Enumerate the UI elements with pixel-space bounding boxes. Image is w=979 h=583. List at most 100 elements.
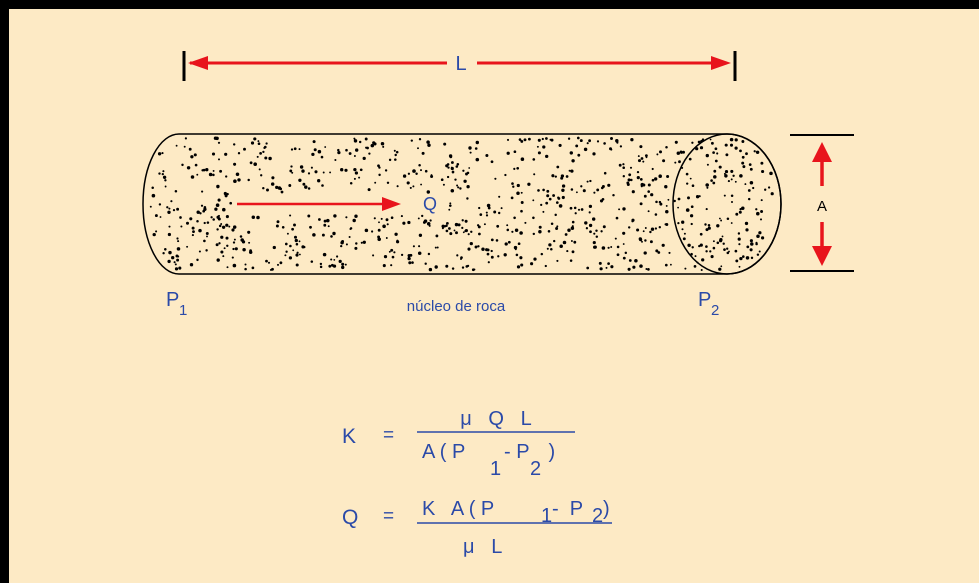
- pore-dot: [288, 256, 293, 260]
- pore-dot: [506, 138, 510, 141]
- pore-dot: [176, 258, 180, 262]
- pore-dot: [395, 240, 400, 244]
- pore-dot: [540, 203, 543, 207]
- pore-dot: [318, 218, 321, 221]
- pore-dot: [205, 232, 209, 235]
- pore-dot: [256, 215, 260, 220]
- pore-dot: [248, 241, 251, 244]
- pore-dot: [750, 242, 754, 246]
- pore-dot: [690, 222, 693, 226]
- pore-dot: [453, 229, 456, 232]
- pore-dot: [474, 147, 478, 150]
- pore-dot: [570, 169, 574, 173]
- pore-dot: [610, 246, 613, 248]
- pore-dot: [577, 208, 581, 211]
- pore-dot: [710, 255, 713, 258]
- pore-dot: [714, 147, 718, 151]
- pore-dot: [421, 214, 424, 218]
- pore-dot: [216, 258, 220, 262]
- pore-dot: [330, 235, 333, 238]
- pore-dot: [377, 235, 381, 239]
- pore-dot: [490, 160, 494, 164]
- pore-dot: [629, 166, 633, 169]
- pore-dot: [426, 140, 430, 144]
- pore-dot: [735, 212, 739, 216]
- pore-dot: [391, 255, 395, 259]
- pore-dot: [321, 233, 325, 237]
- pore-dot: [408, 261, 412, 265]
- formula1-lhs: K: [342, 425, 356, 448]
- pore-dot: [638, 237, 643, 242]
- pore-dot: [579, 139, 583, 143]
- pore-dot: [730, 178, 733, 181]
- pore-dot: [546, 247, 549, 250]
- pore-dot: [434, 265, 438, 269]
- formula2-num-sub1: 1: [541, 505, 552, 527]
- pore-dot: [513, 167, 516, 170]
- pore-dot: [293, 235, 298, 239]
- formula1-den-sub2: 2: [530, 458, 541, 480]
- pore-dot: [180, 225, 183, 228]
- pore-dot: [520, 263, 524, 267]
- pore-dot: [644, 154, 648, 158]
- pore-dot: [618, 208, 621, 211]
- pore-dot: [589, 179, 592, 183]
- pore-dot: [464, 219, 468, 223]
- pore-dot: [382, 264, 386, 268]
- pore-dot: [462, 231, 465, 234]
- pore-dot: [695, 147, 699, 151]
- pore-dot: [506, 151, 510, 155]
- pore-dot: [694, 255, 697, 258]
- pore-dot: [448, 208, 451, 211]
- pore-dot: [151, 186, 154, 189]
- pore-dot: [511, 182, 514, 185]
- pore-dot: [523, 138, 527, 142]
- pore-dot: [394, 153, 397, 157]
- pore-dot: [532, 216, 535, 220]
- pore-dot: [470, 230, 473, 233]
- pore-dot: [341, 265, 345, 270]
- pore-dot: [244, 263, 247, 266]
- pore-dot: [460, 258, 462, 260]
- pore-dot: [412, 169, 416, 173]
- pore-dot: [266, 188, 269, 192]
- pore-dot: [293, 223, 296, 227]
- pore-dot: [555, 227, 559, 230]
- pore-dot: [511, 230, 514, 233]
- pore-dot: [231, 228, 235, 232]
- pore-dot: [418, 245, 421, 248]
- pore-dot: [664, 263, 668, 267]
- pore-dot: [217, 158, 221, 161]
- pore-dot: [247, 230, 251, 234]
- pore-dot: [232, 263, 237, 268]
- pore-dot: [677, 197, 681, 201]
- pore-dot: [569, 151, 573, 155]
- pore-dot: [299, 165, 304, 169]
- pore-dot: [619, 145, 623, 148]
- pore-dot: [167, 210, 171, 214]
- pore-dot: [540, 252, 544, 256]
- pore-dot: [614, 237, 617, 240]
- pore-dot: [636, 175, 640, 180]
- pore-dot: [622, 231, 626, 235]
- pore-dot: [485, 211, 488, 214]
- pore-dot: [295, 253, 299, 257]
- pore-dot: [527, 182, 531, 186]
- pore-dot: [260, 174, 263, 177]
- pore-dot: [371, 230, 374, 233]
- pore-dot: [354, 214, 358, 218]
- pore-dot: [705, 153, 709, 158]
- formula-flow: Q = K A ( P 1 - P 2 ) μ L: [342, 498, 612, 558]
- pore-dot: [177, 255, 180, 258]
- pore-dot: [553, 239, 556, 243]
- pore-dot: [520, 209, 523, 213]
- core-end-face: [672, 133, 782, 275]
- pore-dot: [474, 245, 478, 249]
- pore-dot: [225, 236, 229, 240]
- formula1-numerator: μ Q L: [460, 408, 532, 430]
- pore-dot: [657, 251, 661, 254]
- pore-dot: [451, 171, 454, 174]
- pore-dot: [639, 145, 643, 149]
- pore-dot: [732, 174, 735, 177]
- pore-dot: [344, 263, 347, 266]
